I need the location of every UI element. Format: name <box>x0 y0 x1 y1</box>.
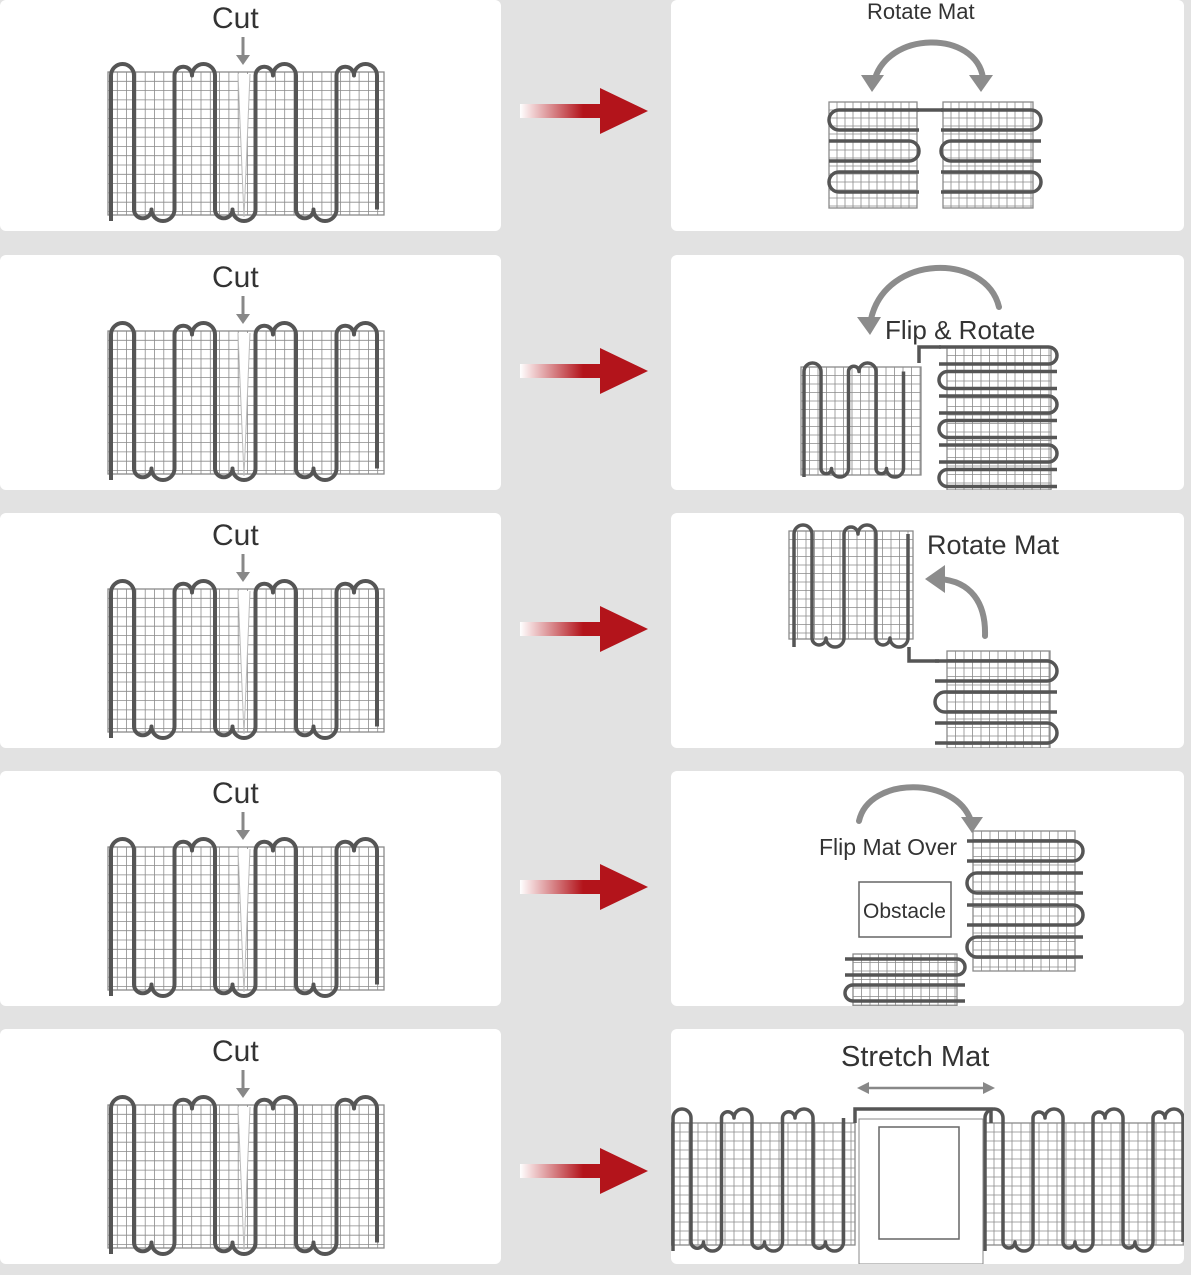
cut-arrow-head-icon <box>236 314 250 324</box>
cut-mat-diagram <box>107 812 385 998</box>
right-panel-flip-rotate: Flip & Rotate <box>671 255 1184 490</box>
heating-cable <box>937 345 1059 489</box>
cut-gap <box>238 1107 250 1250</box>
heating-cable <box>983 1107 1184 1253</box>
cut-mat-diagram <box>107 37 385 223</box>
heating-cable <box>933 659 1059 745</box>
right-panel-rotate-mat-2: Rotate Mat <box>671 513 1184 748</box>
heating-cable <box>802 361 906 479</box>
left-panel-1: Cut <box>0 0 501 231</box>
right-panel-rotate-mat: Rotate Mat <box>671 0 1184 231</box>
heating-cable <box>671 1107 846 1253</box>
mesh-grid <box>943 102 1033 208</box>
arrow-shaft <box>520 104 604 118</box>
mesh-rect <box>852 953 958 1006</box>
heating-cable <box>843 957 967 1003</box>
cut-arrow-head-icon <box>236 572 250 582</box>
left-panel-4: Cut <box>0 771 501 1006</box>
cut-label: Cut <box>212 1035 259 1068</box>
cut-arrow-head-icon <box>236 55 250 65</box>
obstacle-box <box>858 881 952 938</box>
red-arrow-icon <box>520 1148 648 1194</box>
arrow-shaft <box>520 880 604 894</box>
cut-gap <box>238 849 250 992</box>
cut-label: Cut <box>212 261 259 294</box>
curved-arrow-icon <box>856 784 974 824</box>
right-panel-flip-mat-over: Flip Mat Over Obstacle <box>671 771 1184 1006</box>
stretch-mat-label: Stretch Mat <box>841 1041 990 1073</box>
cut-label: Cut <box>212 2 259 35</box>
red-arrow-icon <box>520 348 648 394</box>
cut-mat-diagram <box>107 1070 385 1256</box>
arrow-shaft <box>520 364 604 378</box>
arrow-head <box>600 864 648 910</box>
cut-gap <box>238 74 250 217</box>
flip-rotate-diagram <box>800 264 1059 490</box>
heating-cable <box>965 839 1085 959</box>
arrow-head <box>600 88 648 134</box>
heating-cable <box>792 523 910 649</box>
flip-mat-over-label: Flip Mat Over <box>819 834 958 860</box>
heating-cable <box>109 1095 379 1256</box>
arrow-head <box>600 606 648 652</box>
left-panel-3: Cut <box>0 513 501 748</box>
curved-arrow-icon <box>868 264 1002 322</box>
right-panel-stretch-mat: Stretch Mat <box>671 1029 1184 1264</box>
heating-cable <box>109 321 379 482</box>
arrow-head-icon <box>961 817 983 833</box>
heating-cable <box>827 108 921 194</box>
cut-mat-diagram <box>107 554 385 740</box>
flip-rotate-label: Flip & Rotate <box>885 315 1036 345</box>
cut-arrow-head-icon <box>236 830 250 840</box>
rotate-mat-label: Rotate Mat <box>867 0 975 24</box>
heating-cable <box>109 579 379 740</box>
left-panel-5: Cut <box>0 1029 501 1264</box>
heating-cable <box>939 108 1043 194</box>
mesh-rect <box>946 650 1051 748</box>
arrow-shaft <box>520 622 604 636</box>
obstacle-label: Obstacle <box>863 900 946 923</box>
rotate-mat-l-diagram <box>788 523 1059 748</box>
cut-arrow-head-icon <box>236 1088 250 1098</box>
rotate-mat-label: Rotate Mat <box>927 530 1060 560</box>
arrow-head-icon <box>925 565 945 593</box>
mesh-grid <box>789 531 913 639</box>
curved-arrow-icon <box>936 576 989 639</box>
arrow-shaft <box>520 1164 604 1178</box>
cut-gap <box>238 333 250 476</box>
cut-mat-diagram <box>107 296 385 482</box>
arrow-head-icon <box>857 317 881 335</box>
cut-label: Cut <box>212 519 259 552</box>
mesh-rect <box>788 530 914 640</box>
red-arrow-icon <box>520 606 648 652</box>
heating-cable <box>109 62 379 223</box>
rotate-mat-diagram <box>827 39 1043 209</box>
heating-cable <box>109 837 379 998</box>
red-arrow-icon <box>520 864 648 910</box>
left-panel-2: Cut <box>0 255 501 490</box>
cut-label: Cut <box>212 777 259 810</box>
arrow-head <box>600 348 648 394</box>
mesh-grid <box>947 347 1051 490</box>
flip-mat-over-diagram <box>843 784 1085 1006</box>
mesh-grid <box>853 954 957 1006</box>
stretch-mat-diagram <box>671 1082 1184 1264</box>
arrow-head-icon <box>861 75 884 92</box>
obstacle-door <box>878 1126 960 1240</box>
cut-gap <box>238 591 250 734</box>
arrow-head <box>600 1148 648 1194</box>
curved-arrow-icon <box>871 39 986 85</box>
red-arrow-icon <box>520 88 648 134</box>
